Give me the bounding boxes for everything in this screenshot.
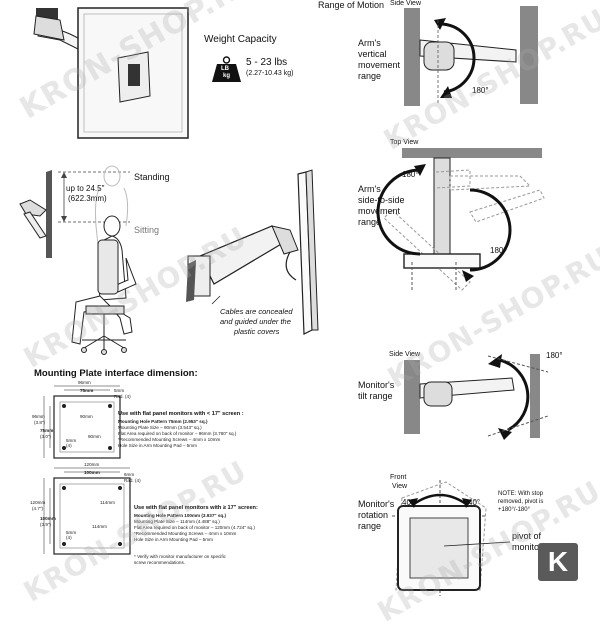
small-line-2: Flat Area required on back of monitor – … [118, 431, 237, 436]
weight-capacity-title: Weight Capacity [204, 34, 277, 45]
rotation-label-1: rotation [358, 510, 389, 520]
range-of-motion-title: Range of Motion [318, 0, 385, 10]
top-view-label: Top View [390, 139, 419, 146]
rot-deg-left: 40° [402, 498, 415, 507]
large-line-1: Mounting Plate Size – 114mm (4.488" sq.) [134, 519, 220, 524]
small-dim-top2: 75mm [80, 388, 94, 393]
small-dim-side: 90mm [88, 434, 101, 439]
side-view-2-label: Side View [389, 351, 421, 358]
small-line-3: *Recommended Mounting Screws – 4mm x 10m… [118, 437, 221, 442]
large-dim-bottom-hole2: (4) [66, 535, 72, 540]
large-dim-top2: 100mm [84, 470, 100, 475]
small-dim-bottom-hole2: (4) [66, 443, 72, 448]
rotation-label-0: Monitor's [358, 499, 395, 509]
rotation-note-0: NOTE: With stop [498, 491, 544, 497]
large-dim-left-in: (4.7") [32, 506, 44, 511]
vertical-deg: 180° [472, 86, 489, 95]
small-dim-corner2: Rad. (4) [114, 394, 131, 399]
large-dim-hole: 100mm [40, 516, 56, 521]
small-dim-top: 96mm [78, 380, 91, 385]
side-view-label: Side View [390, 0, 422, 7]
small-dim-inner: 90mm [80, 414, 93, 419]
front-view-0: Front [390, 474, 407, 481]
side-label-2: movement [358, 206, 401, 216]
pivot-1: monitor [512, 542, 543, 552]
large-line-4: Hole Size in Arm Mounting Pad – 5mm [134, 537, 213, 542]
small-plate-drawing [43, 385, 121, 459]
weight-range-kg: (2.27-10.43 kg) [246, 70, 294, 77]
small-dim-hole: 75mm [40, 428, 54, 433]
weight-badge-top: LB [221, 66, 229, 72]
large-dim-inner: 114mm [100, 500, 115, 505]
rotation-note-1: removed, pivot is [498, 499, 544, 505]
small-dim-left-in: (3.8") [34, 420, 46, 425]
small-line-0: Mounting Hole Pattern 75mm (2.953" sq.) [118, 419, 208, 424]
large-line-2: Flat Area required on back of monitor – … [134, 525, 255, 530]
large-dim-left: 120mm [30, 500, 46, 505]
brand-badge: K [538, 543, 578, 581]
side-to-side-motion-diagram [376, 148, 545, 291]
cables-line1: Cables are concealed [220, 307, 293, 316]
height-up-to-mm: (622.3mm) [68, 194, 107, 203]
small-line-1: Mounting Plate Size – 90mm (3.543" sq.) [118, 425, 202, 430]
rotation-note-2: +180°/-180° [498, 507, 530, 513]
standing-label: Standing [134, 172, 170, 182]
side-label-3: range [358, 217, 382, 227]
rot-deg-right: 40° [468, 498, 481, 507]
tilt-motion-diagram [404, 354, 549, 440]
small-heading: Use with flat panel monitors with < 17" … [118, 411, 244, 417]
footnote-1: screw recommendations. [134, 560, 186, 565]
cables-line2: and guided under the [220, 317, 291, 326]
top-deg-left: 180° [402, 170, 419, 179]
large-line-3: *Recommended Mounting Screws – 4mm x 10m… [134, 531, 237, 536]
small-dim-left: 96mm [32, 414, 45, 419]
height-up-to: up to 24.5" [66, 184, 105, 193]
pivot-0: pivot of [512, 531, 542, 541]
vertical-motion-diagram [404, 6, 538, 106]
rotation-label-2: range [358, 521, 382, 531]
vertical-label-2: movement [358, 60, 401, 70]
office-chair [81, 239, 127, 355]
large-heading: Use with flat panel monitors with ≥ 17" … [134, 505, 258, 511]
pivot-pointer [443, 541, 511, 547]
large-dim-hole-in: (3.9") [40, 522, 52, 527]
height-adjust-illustration [19, 165, 137, 355]
front-view-1: View [392, 483, 408, 490]
rotation-motion-diagram [392, 480, 487, 596]
weight-badge-bottom: kg [223, 73, 231, 79]
vertical-label-3: range [358, 71, 382, 81]
top-deg-right: 180° [490, 246, 507, 255]
large-dim-top: 120mm [84, 462, 100, 467]
large-plate-drawing [43, 467, 131, 555]
side-label-1: side-to-side [358, 195, 405, 205]
large-dim-side: 114mm [92, 524, 107, 529]
tilt-label-0: Monitor's [358, 380, 395, 390]
side-label-0: Arm's [358, 184, 381, 194]
mounting-title: Mounting Plate interface dimension: [34, 368, 198, 379]
tilt-label-1: tilt range [358, 391, 393, 401]
weight-range-lbs: 5 - 23 lbs [246, 57, 288, 68]
small-dim-corner: 5mm [114, 388, 125, 393]
cable-arm-illustration [186, 169, 319, 335]
standing-person [95, 165, 129, 265]
sitting-label: Sitting [134, 225, 160, 235]
tilt-deg: 180° [546, 351, 563, 360]
large-dim-bottom-hole: 5mm [66, 530, 77, 535]
large-dim-corner: 6mm [124, 472, 135, 477]
large-line-0: Mounting Hole Pattern 100mm (3.937" sq.) [134, 513, 227, 518]
monitor-arm-illustration [33, 7, 241, 139]
large-dim-corner2: Rad. (4) [124, 478, 141, 483]
small-dim-hole-in: (3.0") [40, 434, 52, 439]
vertical-label-1: vertical [358, 49, 387, 59]
weight-icon-shape [212, 64, 241, 82]
cables-line3: plastic covers [234, 327, 280, 336]
footnote-0: * Verify with monitor manufacturer on sp… [134, 554, 226, 559]
vertical-label-0: Arm's [358, 38, 381, 48]
small-line-4: Hole Size in Arm Mounting Pad – 5mm [118, 443, 197, 448]
small-dim-bottom-hole: 5mm [66, 438, 77, 443]
